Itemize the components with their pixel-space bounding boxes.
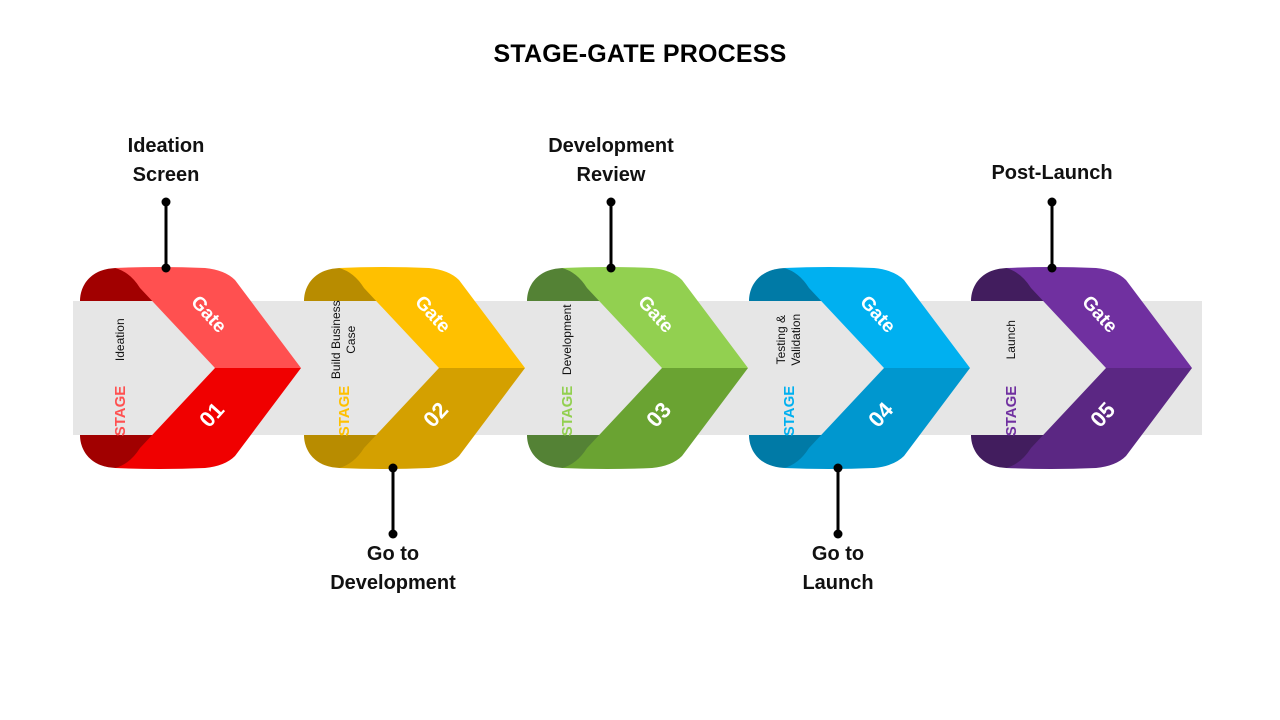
- connector-dot: [606, 263, 616, 273]
- stage-04-number-half: [784, 368, 970, 469]
- stage-word: STAGE: [111, 385, 129, 437]
- connector-dot: [833, 463, 843, 473]
- stage-name: Testing & Validation: [774, 313, 803, 366]
- stage-label-group: STAGE Launch: [991, 298, 1031, 438]
- connector-dot: [388, 529, 398, 539]
- stage-01-gate-half: [115, 267, 301, 368]
- stage-label-group: STAGE Development: [547, 298, 587, 438]
- stage-label-group: STAGE Testing & Validation: [769, 298, 809, 438]
- stage-name: Ideation: [112, 318, 127, 362]
- stage-name: Build Business Case: [329, 300, 358, 380]
- stage-name: Development: [559, 304, 574, 376]
- stage-word: STAGE: [1002, 385, 1020, 437]
- connector-dot: [1047, 197, 1057, 207]
- page-title: STAGE-GATE PROCESS: [493, 40, 787, 68]
- stage-05-number-half: [1006, 368, 1192, 469]
- callout-line2: Screen: [132, 164, 200, 186]
- callout-line1: Ideation: [127, 135, 205, 157]
- stage-02-number-half: [339, 368, 525, 469]
- connector-dot: [161, 197, 171, 207]
- callout-line2: Development: [330, 572, 456, 594]
- stage-03-gate-half: [562, 267, 748, 368]
- stage-word: STAGE: [335, 385, 353, 437]
- stage-name: Launch: [1003, 320, 1018, 360]
- stage-01-number-half: [115, 368, 301, 469]
- stage-word: STAGE: [558, 385, 576, 437]
- callout-line2: Launch: [802, 572, 874, 594]
- gate-callout: Post-Launch: [952, 159, 1152, 188]
- connector-dot: [1047, 263, 1057, 273]
- stage-04-gate-half: [784, 267, 970, 368]
- connector-dot: [161, 263, 171, 273]
- stage-label-group: STAGE Ideation: [100, 298, 140, 438]
- callout-line2: Review: [576, 164, 646, 186]
- callout-line1: Go to: [811, 543, 865, 565]
- stage-02-gate-half: [339, 267, 525, 368]
- connector-dot: [833, 529, 843, 539]
- gate-callout: Go to Launch: [738, 540, 938, 598]
- callout-line1: Post-Launch: [991, 162, 1113, 184]
- stage-03-number-half: [562, 368, 748, 469]
- callout-line1: Go to: [366, 543, 420, 565]
- callout-line1: Development: [548, 135, 674, 157]
- stage-label-group: STAGE Build Business Case: [324, 298, 364, 438]
- stage-word: STAGE: [780, 385, 798, 437]
- connector-dot: [606, 197, 616, 207]
- connector-dot: [388, 463, 398, 473]
- stage-05-gate-half: [1006, 267, 1192, 368]
- gate-callout: Go to Development: [293, 540, 493, 598]
